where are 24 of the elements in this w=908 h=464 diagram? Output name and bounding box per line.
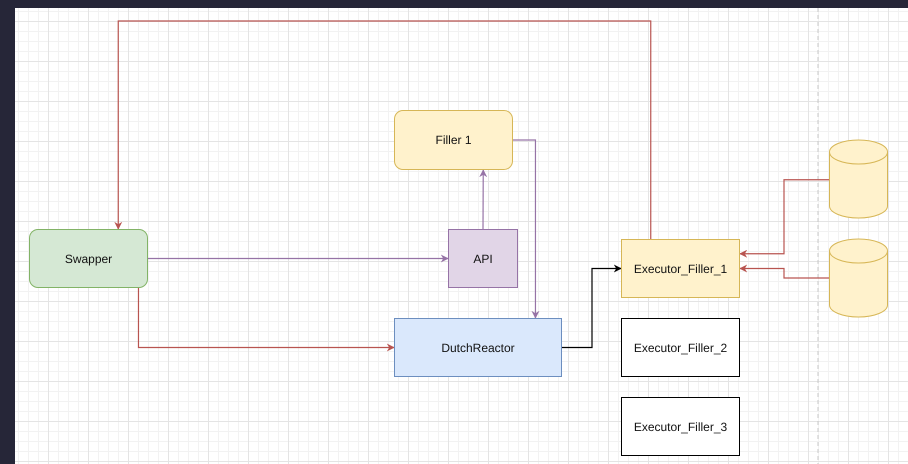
arrow [513,139,540,319]
filler-box [394,110,513,170]
executor-box [621,397,740,456]
node-label: Executor_Filler_1 [634,262,728,276]
swapper-box [29,229,148,288]
arrow [562,264,622,348]
node-label: API [473,252,493,266]
arrow [148,254,449,262]
arrow [739,264,829,279]
executor-box [621,318,740,377]
database-cylinder [829,140,888,218]
arrow [114,20,652,239]
arrow [138,288,395,352]
node-label: DutchReactor [441,340,515,354]
node-label: Filler 1 [435,133,472,147]
node-label: Executor_Filler_2 [634,340,728,354]
database-cylinder [829,239,888,317]
api-box [448,229,518,288]
node-label: Executor_Filler_3 [634,420,728,434]
node-label: Swapper [64,252,112,266]
reactor-box [394,318,562,377]
arrow [739,179,829,258]
arrow [479,169,488,229]
executor-box [621,239,740,298]
